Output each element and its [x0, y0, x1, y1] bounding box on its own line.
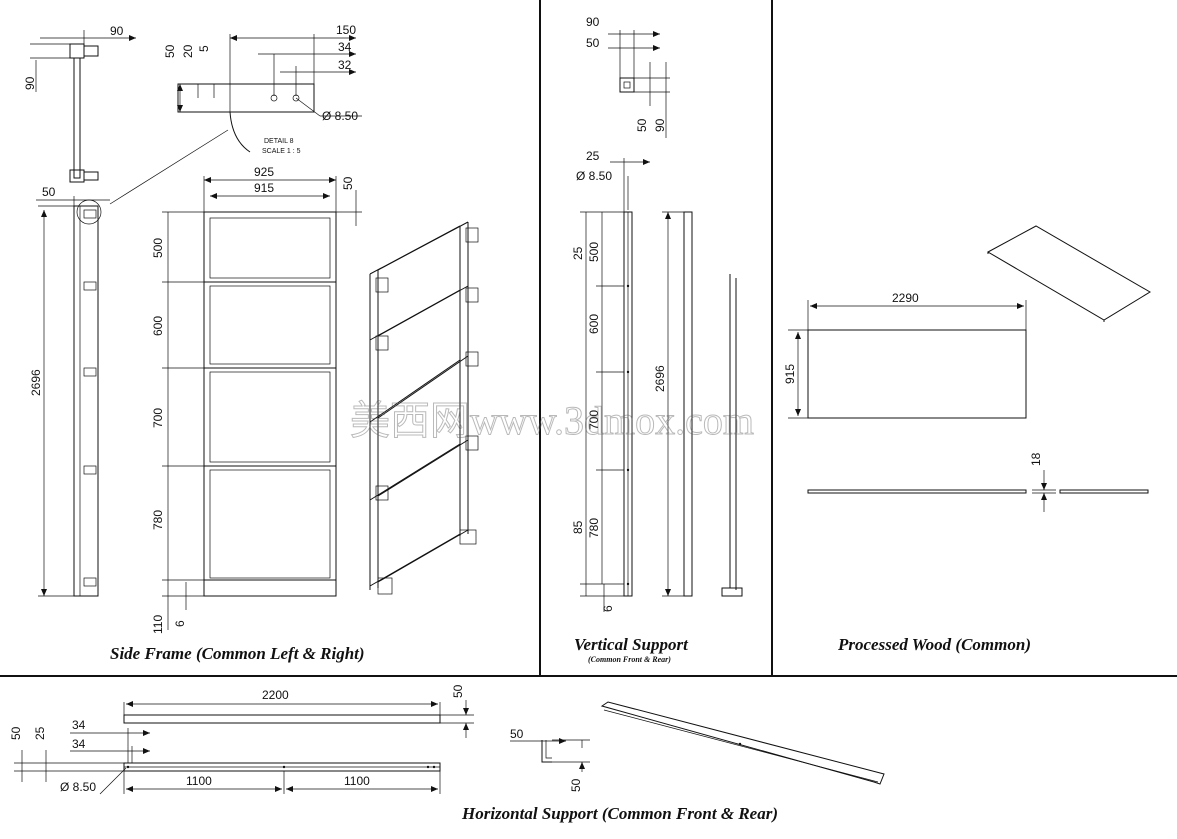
vertical-support-elevation — [580, 158, 650, 612]
dim-vs-dia: Ø 8.50 — [576, 169, 612, 183]
dim-vs-6: 6 — [601, 605, 615, 612]
dim-vs-25: 25 — [586, 149, 600, 163]
panel-borders — [0, 0, 1177, 677]
dim-det-34: 34 — [338, 40, 352, 54]
horizontal-support-isometric — [600, 701, 885, 785]
dim-pw-18: 18 — [1029, 452, 1043, 466]
vertical-support-top-detail — [608, 30, 670, 138]
dim-det-150: 150 — [336, 23, 356, 37]
dim-sf-915: 915 — [254, 181, 274, 195]
dim-sf-700: 700 — [151, 408, 165, 428]
dim-det-dia: Ø 8.50 — [322, 109, 358, 123]
watermark-text: 美西网www.3dmox.com — [350, 398, 754, 443]
dim-sf-2696: 2696 — [29, 369, 43, 396]
dim-vs-90b: 90 — [653, 118, 667, 132]
dim-vs-2696: 2696 — [653, 365, 667, 392]
horizontal-support-section — [510, 738, 590, 772]
dim-hs-1100a: 1100 — [186, 774, 212, 788]
dim-det-32: 32 — [338, 58, 352, 72]
dim-pw-2290: 2290 — [892, 291, 919, 305]
dim-sf-780: 780 — [151, 510, 165, 530]
dim-sf-50b: 50 — [341, 176, 355, 190]
dim-vs-700: 700 — [587, 410, 601, 430]
horizontal-support-front-view — [14, 728, 441, 795]
side-frame-post-elevation — [36, 129, 229, 597]
dim-hs-1100b: 1100 — [344, 774, 370, 788]
vertical-support-title: Vertical Support — [574, 635, 689, 654]
dim-sf-500: 500 — [151, 238, 165, 258]
dim-hs-50: 50 — [451, 684, 465, 698]
side-frame-isometric-view — [369, 221, 479, 595]
processed-wood-title: Processed Wood (Common) — [837, 635, 1031, 654]
dim-sf-6: 6 — [173, 620, 187, 627]
dim-det-50: 50 — [163, 44, 177, 58]
horizontal-support-top-view — [123, 700, 474, 738]
dim-vs-50b: 50 — [635, 118, 649, 132]
dim-det-20: 20 — [181, 44, 195, 58]
dim-vs-85: 85 — [571, 520, 585, 534]
dim-vs-50: 50 — [586, 36, 600, 50]
dim-hs-25: 25 — [33, 726, 47, 740]
dim-vs-600: 600 — [587, 314, 601, 334]
dim-vs-90: 90 — [586, 15, 600, 29]
detail-8-view — [177, 34, 362, 153]
processed-wood-edge-view — [807, 470, 1149, 512]
dim-hs-34b: 34 — [72, 737, 86, 751]
dim-hs-dia: Ø 8.50 — [60, 780, 96, 794]
processed-wood-isometric — [986, 225, 1151, 322]
side-frame-title: Side Frame (Common Left & Right) — [110, 644, 365, 663]
vertical-support-panel: 90 50 50 90 25 Ø 8.50 25 500 60 — [571, 15, 743, 664]
dim-hs-50s2: 50 — [569, 778, 583, 792]
side-frame-post-top-view — [30, 30, 136, 183]
dim-sf-600: 600 — [151, 316, 165, 336]
horizontal-support-panel: 2200 50 34 34 50 25 Ø 8.5 — [9, 684, 885, 823]
horizontal-support-title: Horizontal Support (Common Front & Rear) — [461, 804, 778, 823]
vertical-support-side-view — [662, 211, 693, 597]
dim-pw-915: 915 — [783, 364, 797, 384]
dim-det-5: 5 — [197, 45, 211, 52]
dim-sf-925: 925 — [254, 165, 274, 179]
detail-label: DETAIL 8 — [264, 138, 294, 145]
dim-vs-780: 780 — [587, 518, 601, 538]
dim-hs-50l: 50 — [9, 726, 23, 740]
dim-sf-top-90: 90 — [110, 24, 124, 38]
dim-hs-2200: 2200 — [262, 688, 289, 702]
processed-wood-panel: 2290 915 18 Processed Wood (Common) — [783, 225, 1151, 654]
processed-wood-top-view — [788, 300, 1027, 419]
vertical-support-subtitle: (Common Front & Rear) — [588, 655, 671, 664]
dim-vs-25b: 25 — [571, 246, 585, 260]
dim-hs-34a: 34 — [72, 718, 86, 732]
dim-sf-110: 110 — [151, 615, 165, 634]
vertical-support-isometric — [721, 274, 743, 597]
dim-hs-50s: 50 — [510, 727, 524, 741]
dim-sf-50: 50 — [42, 185, 56, 199]
dim-vs-500: 500 — [587, 242, 601, 262]
dim-sf-side-90: 90 — [23, 76, 37, 90]
side-frame-panel: 90 90 50 2696 — [23, 23, 479, 663]
detail-scale: SCALE 1 : 5 — [262, 148, 301, 155]
side-frame-front-view — [162, 176, 362, 630]
